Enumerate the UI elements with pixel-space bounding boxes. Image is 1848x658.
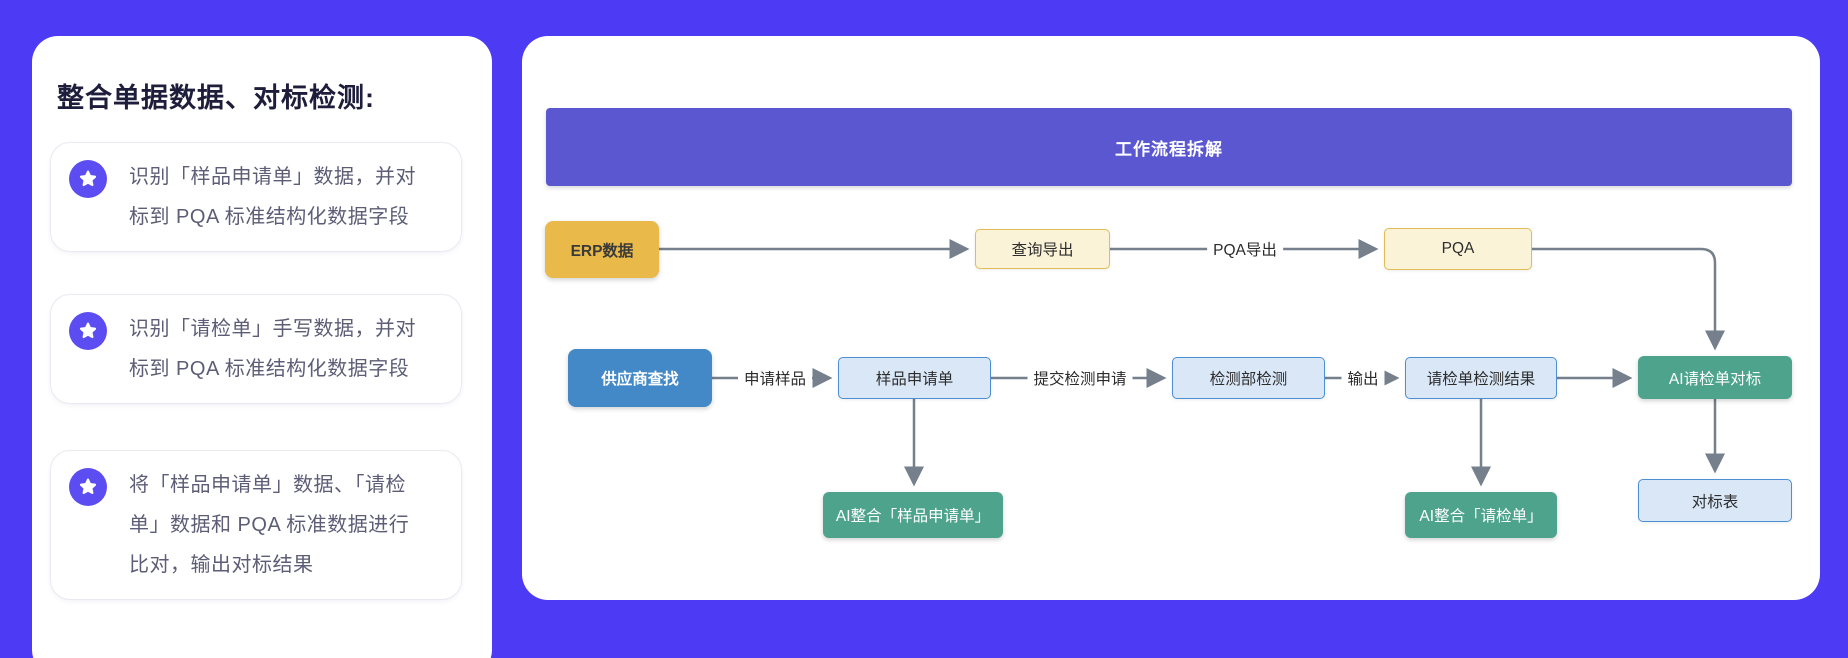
node-erp-data: ERP数据 <box>545 221 659 278</box>
node-inspection-result: 请检单检测结果 <box>1405 357 1557 399</box>
node-sample-application-form: 样品申请单 <box>838 357 991 399</box>
feature-item: 识别「请检单」手写数据，并对标到 PQA 标准结构化数据字段 <box>50 294 462 404</box>
star-badge-icon <box>69 312 107 350</box>
node-supplier-search: 供应商查找 <box>568 349 712 407</box>
feature-text: 识别「请检单」手写数据，并对标到 PQA 标准结构化数据字段 <box>129 318 416 380</box>
feature-text: 将「样品申请单」数据、「请检单」数据和 PQA 标准数据进行比对，输出对标结果 <box>129 474 410 576</box>
edge-label-apply-sample: 申请样品 <box>737 367 813 389</box>
node-benchmark-table: 对标表 <box>1638 479 1792 522</box>
flow-arrows <box>659 239 1725 487</box>
feature-item: 将「样品申请单」数据、「请检单」数据和 PQA 标准数据进行比对，输出对标结果 <box>50 450 462 600</box>
node-ai-merge-sample-form: AI整合「样品申请单」 <box>823 492 1003 538</box>
feature-panel: 整合单据数据、对标检测: 识别「样品申请单」数据，并对标到 PQA 标准结构化数… <box>32 36 492 658</box>
feature-item: 识别「样品申请单」数据，并对标到 PQA 标准结构化数据字段 <box>50 142 462 252</box>
feature-text: 识别「样品申请单」数据，并对标到 PQA 标准结构化数据字段 <box>129 166 416 228</box>
diagram-banner: 工作流程拆解 <box>546 108 1792 186</box>
node-pqa: PQA <box>1384 228 1532 270</box>
node-query-export: 查询导出 <box>975 229 1110 269</box>
edge-label-submit-inspection: 提交检测申请 <box>1027 367 1133 389</box>
node-ai-merge-inspection-form: AI整合「请检单」 <box>1405 492 1557 538</box>
workflow-diagram: 工作流程拆解 ERP数据 查询导出 P <box>522 36 1820 600</box>
node-testing-department: 检测部检测 <box>1172 357 1325 399</box>
panel-title: 整合单据数据、对标检测: <box>57 83 375 113</box>
edge-label-output: 输出 <box>1341 367 1385 389</box>
star-badge-icon <box>69 468 107 506</box>
edge-label-pqa-export: PQA导出 <box>1207 238 1283 260</box>
node-ai-inspection-benchmark: AI请检单对标 <box>1638 356 1792 399</box>
star-badge-icon <box>69 160 107 198</box>
